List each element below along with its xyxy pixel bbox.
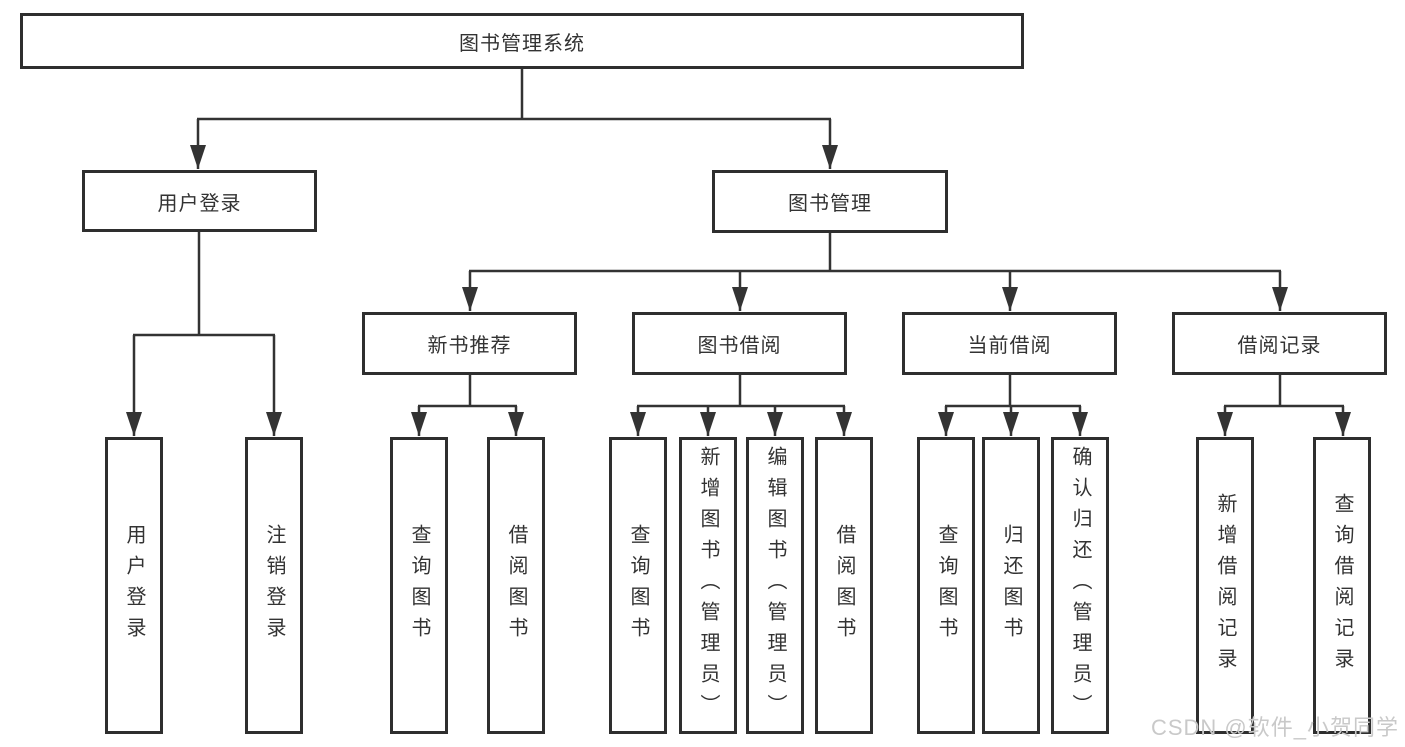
- leaf-query-books-recommend-label: 查询图书: [408, 523, 430, 648]
- leaf-return-books-label: 归还图书: [1000, 523, 1022, 648]
- connector-stems: [126, 69, 1351, 436]
- leaf-add-books-admin: 新增图书（管理员）: [679, 437, 737, 734]
- node-book-borrowing: 图书借阅: [632, 312, 847, 375]
- leaf-logout: 注销登录: [245, 437, 303, 734]
- node-root-system: 图书管理系统: [20, 13, 1024, 69]
- leaf-logout-label: 注销登录: [263, 523, 285, 648]
- leaf-borrow-books: 借阅图书: [815, 437, 873, 734]
- csdn-watermark: CSDN @软件_小贺同学: [1150, 715, 1399, 740]
- leaf-query-books-current-label: 查询图书: [935, 523, 957, 648]
- leaf-add-books-admin-label: 新增图书（管理员）: [697, 446, 719, 725]
- leaf-query-books-borrowing-label: 查询图书: [627, 523, 649, 648]
- leaf-borrow-books-recommend-label: 借阅图书: [505, 523, 527, 648]
- node-book-borrowing-label: 图书借阅: [697, 335, 782, 357]
- node-current-borrowing: 当前借阅: [902, 312, 1117, 375]
- node-borrowing-records: 借阅记录: [1172, 312, 1387, 375]
- node-root-label: 图书管理系统: [459, 32, 585, 55]
- node-user-login: 用户登录: [82, 170, 317, 232]
- node-current-borrowing-label: 当前借阅: [967, 335, 1052, 357]
- node-borrowing-records-label: 借阅记录: [1237, 335, 1322, 357]
- leaf-return-books: 归还图书: [982, 437, 1040, 734]
- node-book-management: 图书管理: [712, 170, 948, 233]
- leaf-add-borrow-record-label: 新增借阅记录: [1214, 492, 1236, 679]
- node-new-book-recommend-label: 新书推荐: [427, 335, 512, 357]
- leaf-borrow-books-recommend: 借阅图书: [487, 437, 545, 734]
- node-user-login-label: 用户登录: [157, 192, 242, 215]
- leaf-confirm-return-admin-label: 确认归还（管理员）: [1069, 446, 1091, 725]
- leaf-add-borrow-record: 新增借阅记录: [1196, 437, 1254, 734]
- leaf-edit-books-admin-label: 编辑图书（管理员）: [764, 446, 786, 725]
- leaf-confirm-return-admin: 确认归还（管理员）: [1051, 437, 1109, 734]
- leaf-borrow-books-label: 借阅图书: [833, 523, 855, 648]
- leaf-user-login-label: 用户登录: [123, 523, 145, 648]
- leaf-query-borrow-record-label: 查询借阅记录: [1331, 492, 1353, 679]
- leaf-query-books-borrowing: 查询图书: [609, 437, 667, 734]
- node-book-management-label: 图书管理: [788, 193, 872, 215]
- leaf-edit-books-admin: 编辑图书（管理员）: [746, 437, 804, 734]
- leaf-query-books-recommend: 查询图书: [390, 437, 448, 734]
- node-new-book-recommend: 新书推荐: [362, 312, 577, 375]
- leaf-query-borrow-record: 查询借阅记录: [1313, 437, 1371, 734]
- leaf-query-books-current: 查询图书: [917, 437, 975, 734]
- leaf-user-login: 用户登录: [105, 437, 163, 734]
